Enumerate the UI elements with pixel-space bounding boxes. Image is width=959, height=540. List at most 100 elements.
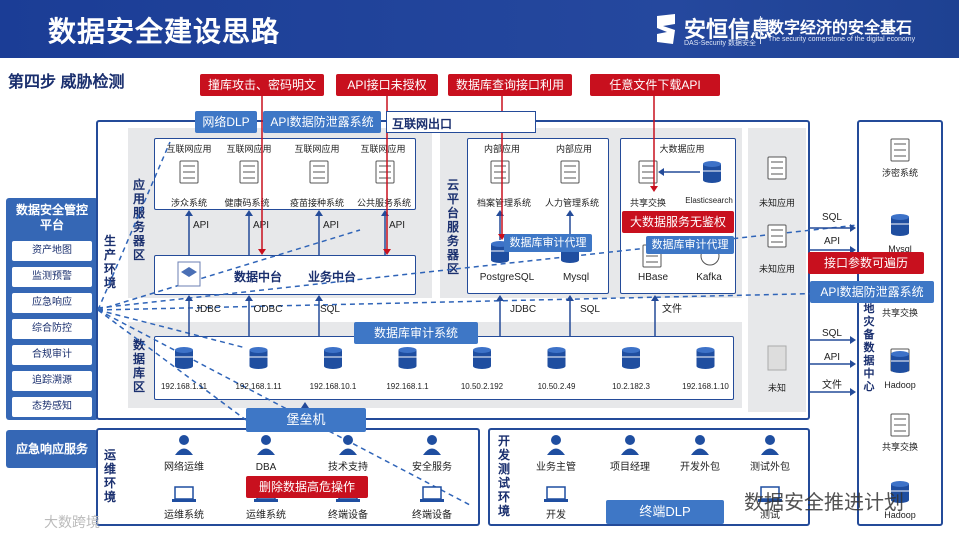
ops-device-icon (254, 499, 278, 502)
ops-person-icon (343, 435, 353, 445)
threat-bigdata-noauth: 大数据服务无鉴权 (622, 211, 734, 233)
step-heading: 第四步 威胁检测 (8, 74, 125, 91)
control-link-line (97, 141, 171, 311)
database-server-icon (249, 350, 268, 366)
platform-item-prevention[interactable]: 综合防控 (12, 319, 92, 339)
api-label: API (323, 220, 339, 231)
protocol-file: 文件 (662, 302, 682, 315)
dr-label: 涉密系统 (882, 167, 918, 178)
ops-person-icon (427, 435, 437, 445)
dr-mysql-icon (891, 217, 909, 233)
dev-person-icon (547, 448, 565, 455)
arrow-head-icon (850, 336, 856, 344)
dev-person-icon (621, 448, 639, 455)
ops-device-icon (336, 499, 360, 502)
ops-device-icon (420, 499, 444, 502)
arrow-head-icon (381, 210, 389, 216)
database-icon (891, 497, 909, 503)
arrow-head-icon (315, 295, 323, 301)
protocol-sql: SQL (822, 212, 842, 223)
dr-label: 共享交换 (882, 307, 918, 318)
platform-title: 数据安全管控平台 (15, 203, 88, 232)
api-label: API (253, 220, 269, 231)
dev-person-icon (625, 435, 635, 445)
api-label: API (824, 236, 840, 247)
ops-person-icon (423, 448, 441, 455)
app-category: 互联网应用 (166, 144, 212, 154)
ops-device-label: 终端设备 (412, 508, 452, 521)
database-icon (703, 161, 721, 167)
platform-item-situation[interactable]: 态势感知 (12, 397, 92, 417)
database-icon (891, 230, 909, 236)
data-center-label: 数据中台 (234, 270, 283, 284)
database-icon (324, 363, 342, 369)
database-server-icon (324, 350, 342, 366)
control-link-line (97, 229, 361, 311)
database-server-icon (175, 350, 193, 366)
control-link-line (97, 309, 247, 349)
platform-item-monitoring[interactable]: 监测预警 (12, 267, 92, 287)
platform-item-compliance[interactable]: 合规审计 (12, 345, 92, 365)
zone-label-database: 数据库区 (132, 338, 145, 394)
db-ip-label: 10.50.2.192 (461, 382, 504, 391)
platform-item-tracing[interactable]: 追踪溯源 (12, 371, 92, 391)
threat-delete-data: 删除数据高危操作 (246, 476, 368, 498)
db-audit-proxy-2: 数据库审计代理 (646, 236, 734, 254)
page-title: 数据安全建设思路 (48, 16, 281, 47)
platform-item-emergency[interactable]: 应急响应 (12, 293, 92, 313)
ops-device-label: 运维系统 (164, 508, 204, 521)
platform-item-asset-map[interactable]: 资产地图 (12, 241, 92, 261)
bigdata-kafka: Kafka (696, 272, 722, 283)
db-ip-label: 10.50.2.49 (538, 382, 576, 391)
db-ip-label: 192.168.1.10 (682, 382, 729, 391)
dev-person-label: 业务主管 (536, 460, 576, 473)
database-icon (561, 257, 579, 263)
dev-person-label: 项目经理 (610, 460, 650, 473)
internet-exit (386, 111, 536, 133)
unknown-app-label: 未知 (767, 383, 786, 393)
database-icon (473, 363, 491, 369)
arrow-head-icon (245, 295, 253, 301)
threat-param-traversal: 接口参数可遍历 (808, 252, 924, 274)
database-icon (622, 363, 640, 369)
database-icon (891, 481, 909, 487)
database-icon (622, 347, 640, 353)
arrow-head-icon (496, 210, 504, 216)
wechat-watermark: 数据安全推进计划 (744, 492, 904, 514)
platform-cube-icon (181, 267, 197, 277)
arrow-head-icon (850, 388, 856, 396)
bigdata-category: 大数据应用 (659, 144, 705, 154)
dev-person-icon (761, 448, 779, 455)
dr-label: Mysql (888, 244, 912, 254)
db-ip-label: 192.168.1.1 (386, 382, 429, 391)
app-name: 健康码系统 (224, 198, 270, 208)
database-icon (696, 363, 715, 369)
dr-hadoop-icon (891, 354, 909, 370)
corner-watermark: 大数跨境 (44, 514, 100, 530)
database-icon (891, 214, 909, 220)
database-server-icon (622, 350, 640, 366)
slogan-subtitle: The security cornerstone of the digital … (768, 36, 916, 43)
dev-person-icon (765, 435, 775, 445)
cloud-db-name: Mysql (562, 272, 590, 283)
database-icon (547, 363, 566, 369)
database-server-icon (398, 350, 417, 366)
endpoint-dlp: 终端DLP (606, 500, 724, 524)
dev-person-label: 开发外包 (680, 460, 720, 473)
protocol-jdbc: JDBC (510, 304, 536, 315)
unknown-app-label: 未知应用 (758, 198, 795, 208)
database-icon (491, 257, 509, 263)
arrow-head-icon (185, 210, 193, 216)
database-icon (891, 351, 909, 357)
ops-person-icon (175, 448, 193, 455)
disaster-recovery-panel (857, 120, 943, 526)
arrow-head-icon (496, 295, 504, 301)
control-link-line (97, 309, 247, 421)
dr-label: Hadoop (884, 510, 916, 520)
cloud-app-category: 内部应用 (555, 144, 592, 154)
arrow-head-icon (850, 360, 856, 368)
threat-credential-stuffing: 撞库攻击、密码明文 (200, 74, 324, 96)
dev-device-icon (544, 499, 568, 502)
app-category: 互联网应用 (226, 144, 272, 154)
arrow-head-icon (245, 210, 253, 216)
